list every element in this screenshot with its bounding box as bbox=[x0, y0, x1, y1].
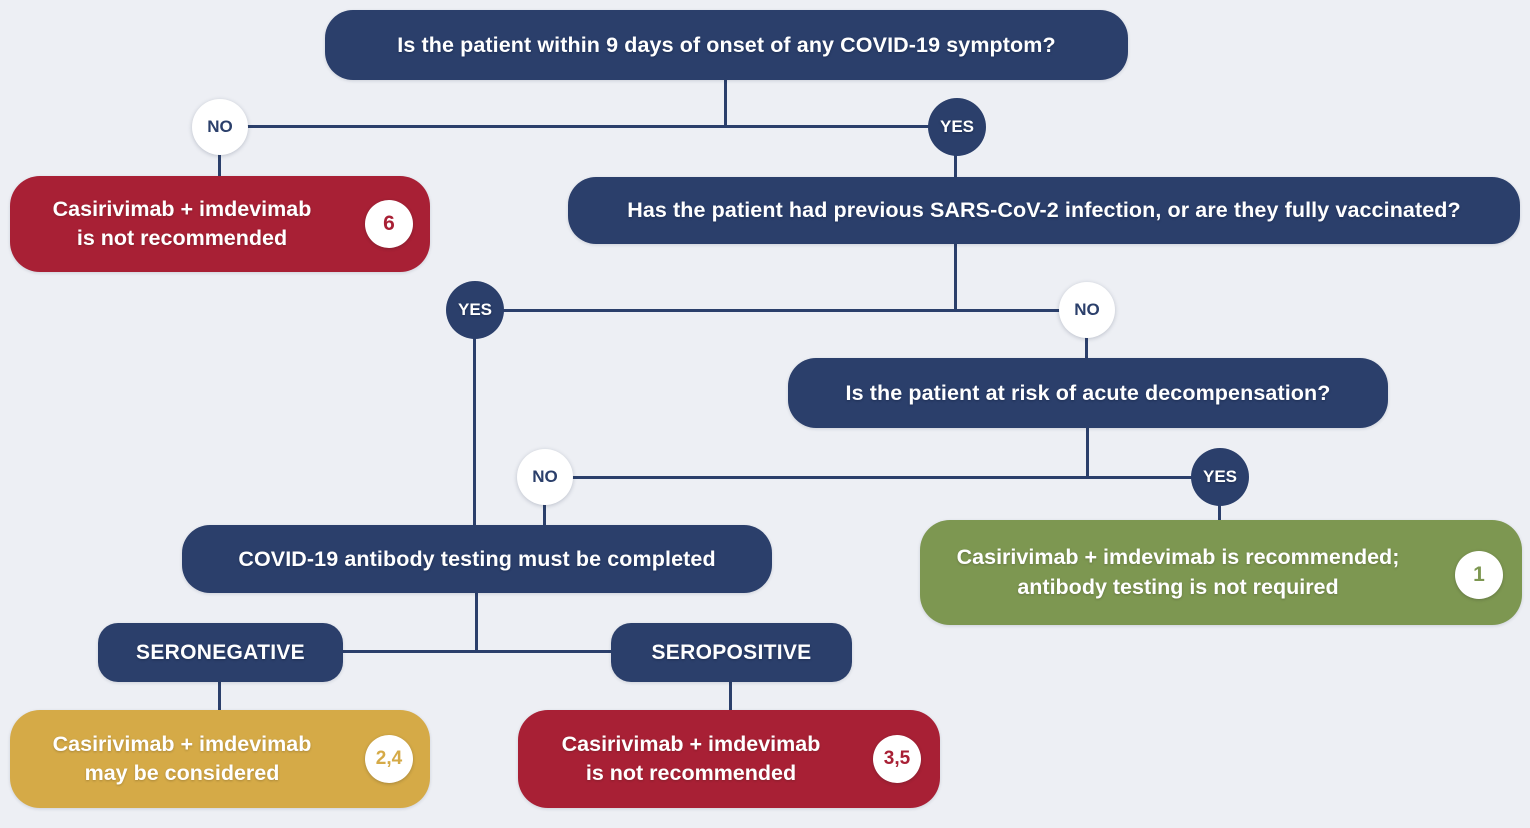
outcome-line: may be considered bbox=[84, 761, 280, 785]
answer-label: NO bbox=[1074, 300, 1100, 319]
connector-line bbox=[724, 80, 727, 126]
connector-line bbox=[729, 682, 732, 710]
outcome-line: Casirivimab + imdevimab bbox=[52, 196, 312, 221]
reference-number: 2,4 bbox=[375, 748, 403, 770]
question-text: Has the patient had previous SARS-CoV-2 … bbox=[627, 198, 1461, 222]
connector-line bbox=[218, 682, 221, 710]
reference-number: 3,5 bbox=[883, 748, 911, 770]
connector-line bbox=[219, 125, 958, 128]
outcome-line: is not recommended bbox=[585, 761, 797, 785]
outcome-text: Casirivimab + imdevimab is not recommend… bbox=[32, 176, 332, 272]
question-text: Is the patient at risk of acute decompen… bbox=[845, 380, 1331, 405]
answer-label: YES bbox=[1202, 467, 1238, 486]
connector-line bbox=[1086, 428, 1089, 478]
connector-line bbox=[473, 310, 476, 530]
serostatus-label: SERONEGATIVE bbox=[136, 640, 305, 664]
outcome-line: antibody testing is not required bbox=[1017, 574, 1339, 599]
connector-line bbox=[544, 476, 1221, 479]
question-text: Is the patient within 9 days of onset of… bbox=[397, 32, 1056, 57]
answer-badge-no: NO bbox=[192, 99, 248, 155]
outcome-not-recommended-35: Casirivimab + imdevimab is not recommend… bbox=[518, 710, 940, 808]
answer-label: NO bbox=[207, 117, 233, 136]
question-symptom-onset: Is the patient within 9 days of onset of… bbox=[325, 10, 1128, 80]
answer-badge-no: NO bbox=[517, 449, 573, 505]
reference-number-badge: 3,5 bbox=[873, 735, 921, 783]
question-acute-decompensation-risk: Is the patient at risk of acute decompen… bbox=[788, 358, 1388, 428]
serostatus-label: SEROPOSITIVE bbox=[651, 640, 812, 664]
outcome-line: Casirivimab + imdevimab is recommended; bbox=[956, 545, 1400, 570]
answer-badge-no: NO bbox=[1059, 282, 1115, 338]
reference-number: 1 bbox=[1473, 562, 1485, 586]
statement-text: COVID-19 antibody testing must be comple… bbox=[238, 546, 716, 571]
connector-line bbox=[954, 243, 957, 310]
outcome-line: Casirivimab + imdevimab bbox=[561, 731, 821, 756]
outcome-may-be-considered-24: Casirivimab + imdevimab may be considere… bbox=[10, 710, 430, 808]
reference-number-badge: 6 bbox=[365, 200, 413, 248]
answer-badge-yes: YES bbox=[1191, 448, 1249, 506]
outcome-text: Casirivimab + imdevimab may be considere… bbox=[32, 710, 332, 808]
outcome-not-recommended-6: Casirivimab + imdevimab is not recommend… bbox=[10, 176, 430, 272]
answer-label: YES bbox=[457, 300, 493, 319]
answer-badge-yes: YES bbox=[446, 281, 504, 339]
statement-antibody-testing: COVID-19 antibody testing must be comple… bbox=[182, 525, 772, 593]
connector-line bbox=[475, 593, 478, 652]
outcome-text: Casirivimab + imdevimab is recommended; … bbox=[946, 520, 1410, 625]
answer-label: NO bbox=[532, 467, 558, 486]
serostatus-positive-pill: SEROPOSITIVE bbox=[611, 623, 852, 682]
outcome-recommended-1: Casirivimab + imdevimab is recommended; … bbox=[920, 520, 1522, 625]
reference-number-badge: 1 bbox=[1455, 551, 1503, 599]
reference-number-badge: 2,4 bbox=[365, 735, 413, 783]
reference-number: 6 bbox=[383, 211, 395, 235]
serostatus-negative-pill: SERONEGATIVE bbox=[98, 623, 343, 682]
outcome-text: Casirivimab + imdevimab is not recommend… bbox=[540, 710, 842, 808]
answer-label: YES bbox=[939, 117, 975, 136]
outcome-line: Casirivimab + imdevimab bbox=[52, 731, 312, 756]
answer-badge-yes: YES bbox=[928, 98, 986, 156]
question-prior-infection-or-vaccinated: Has the patient had previous SARS-CoV-2 … bbox=[568, 177, 1520, 244]
connector-line bbox=[474, 309, 1088, 312]
outcome-line: is not recommended bbox=[76, 226, 288, 250]
connector-line bbox=[343, 650, 612, 653]
